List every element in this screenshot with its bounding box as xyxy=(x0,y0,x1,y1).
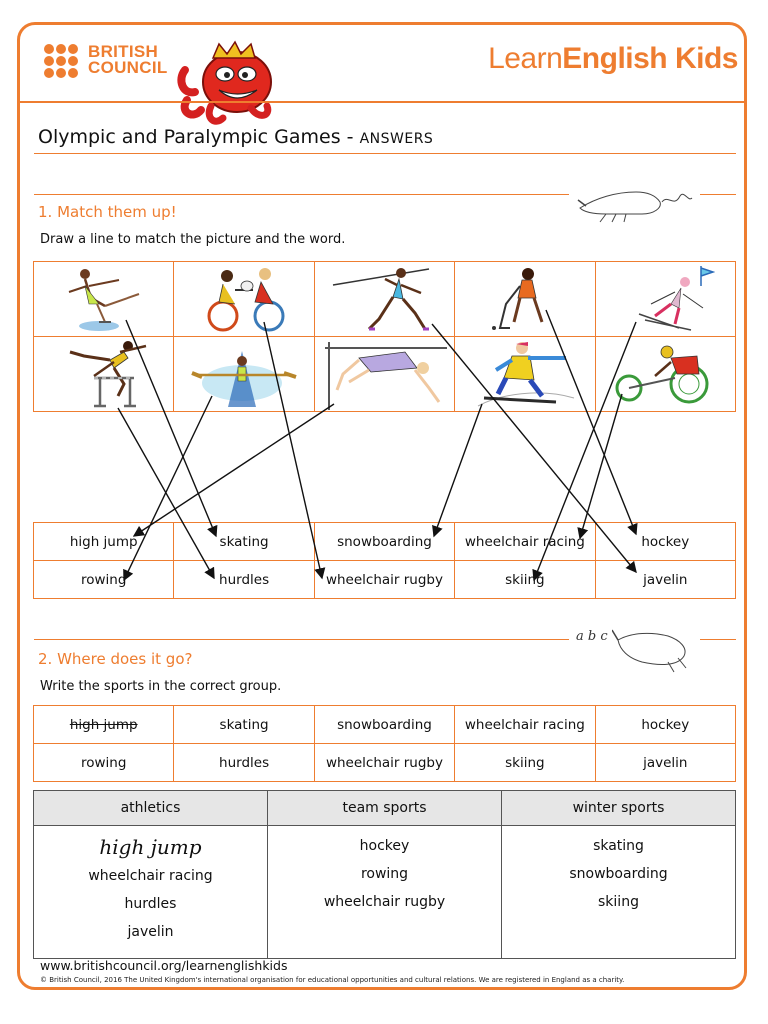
winter-sports-item: snowboarding xyxy=(569,866,668,882)
athletics-item: wheelchair racing xyxy=(88,868,213,884)
group-word-hurdles[interactable]: hurdles xyxy=(173,743,315,782)
picture-wheelchair-racing[interactable] xyxy=(594,336,737,412)
javelin-thrower-icon xyxy=(333,268,430,331)
group-word-skiing[interactable]: skiing xyxy=(454,743,596,782)
team-sports-item: wheelchair rugby xyxy=(323,894,446,910)
group-word-rowing[interactable]: rowing xyxy=(32,743,175,782)
athletics-handwritten-entry: high jump xyxy=(99,835,202,859)
high-jumper-icon xyxy=(325,342,448,410)
skier-icon xyxy=(639,266,716,331)
header-divider xyxy=(20,101,744,103)
group-header-athletics: athletics xyxy=(33,790,268,826)
wheelchair-racer-icon xyxy=(615,345,709,404)
match-word-skating[interactable]: skating xyxy=(173,522,315,561)
match-word-wheelchair-racing[interactable]: wheelchair racing xyxy=(454,522,596,561)
match-word-wheelchair-rugby[interactable]: wheelchair rugby xyxy=(313,560,456,599)
team-sports-item: rowing xyxy=(360,866,409,882)
wheelchair-rugby-icon xyxy=(207,268,285,332)
match-word-skiing[interactable]: skiing xyxy=(454,560,596,599)
winter-sports-item: skating xyxy=(593,838,644,854)
picture-skating[interactable] xyxy=(32,261,175,337)
athletics-cell[interactable]: high jump wheelchair racing hurdles jave… xyxy=(33,825,268,959)
group-word-skating[interactable]: skating xyxy=(173,705,315,744)
page-title: Olympic and Paralympic Games - ANSWERS xyxy=(38,126,434,148)
winter-sports-cell[interactable]: skating snowboarding skiing xyxy=(501,825,736,959)
snowboarder-icon xyxy=(477,342,575,407)
match-word-javelin[interactable]: javelin xyxy=(594,560,737,599)
section1-rule xyxy=(34,194,569,195)
section2-instruction: Write the sports in the correct group. xyxy=(40,679,282,694)
team-sports-item: hockey xyxy=(359,838,410,854)
monster-mascot-icon xyxy=(177,40,272,125)
group-word-hockey[interactable]: hockey xyxy=(594,705,737,744)
athletics-item: hurdles xyxy=(124,896,177,912)
winter-sports-item: skiing xyxy=(598,894,639,910)
title-underline xyxy=(34,153,736,154)
picture-snowboarding[interactable] xyxy=(454,336,596,412)
footer-copyright: © British Council, 2016 The United Kingd… xyxy=(40,976,625,984)
match-word-rowing[interactable]: rowing xyxy=(32,560,175,599)
group-header-winter-sports: winter sports xyxy=(501,790,736,826)
section1-heading: 1. Match them up! xyxy=(38,203,177,221)
footer-url[interactable]: www.britishcouncil.org/learnenglishkids xyxy=(40,958,288,973)
hurdler-icon xyxy=(69,341,146,408)
group-word-high-jump[interactable]: high jump xyxy=(32,705,175,744)
abc-label: a b c xyxy=(576,629,608,644)
match-word-hockey[interactable]: hockey xyxy=(594,522,737,561)
writing-hand-icon xyxy=(577,191,693,223)
logo-text: BRITISH COUNCIL xyxy=(88,42,168,77)
picture-grid xyxy=(32,261,737,412)
page-frame xyxy=(17,22,747,990)
group-word-javelin[interactable]: javelin xyxy=(594,743,737,782)
section1-instruction: Draw a line to match the picture and the… xyxy=(40,232,346,247)
picture-hockey[interactable] xyxy=(454,261,596,337)
picture-rowing[interactable] xyxy=(173,336,315,412)
group-word-wheelchair-racing[interactable]: wheelchair racing xyxy=(454,705,596,744)
picture-wheelchair-rugby[interactable] xyxy=(173,261,315,337)
section2-rule-right xyxy=(700,639,736,640)
groups-table: athletics team sports winter sports high… xyxy=(33,790,736,959)
group-words-grid: high jump skating snowboarding wheelchai… xyxy=(32,705,737,782)
section1-rule-right xyxy=(700,194,736,195)
picture-javelin[interactable] xyxy=(313,261,456,337)
athletics-item: javelin xyxy=(127,924,174,940)
picture-skiing[interactable] xyxy=(594,261,737,337)
match-word-hurdles[interactable]: hurdles xyxy=(173,560,315,599)
logo-dots-icon xyxy=(44,44,80,78)
match-word-high-jump[interactable]: high jump xyxy=(32,522,175,561)
rower-icon xyxy=(191,351,297,407)
team-sports-cell[interactable]: hockey rowing wheelchair rugby xyxy=(267,825,502,959)
group-word-snowboarding[interactable]: snowboarding xyxy=(313,705,456,744)
hockey-player-icon xyxy=(491,268,544,330)
match-word-snowboarding[interactable]: snowboarding xyxy=(313,522,456,561)
learnenglish-kids-logo: LearnEnglish Kids xyxy=(488,42,738,75)
section2-heading: 2. Where does it go? xyxy=(38,650,193,668)
writing-hand-abc-icon xyxy=(612,629,687,673)
picture-hurdles[interactable] xyxy=(32,336,175,412)
section2-rule xyxy=(34,639,569,640)
match-words-grid: high jump skating snowboarding wheelchai… xyxy=(32,522,737,599)
picture-high-jump[interactable] xyxy=(313,336,456,412)
group-word-wheelchair-rugby[interactable]: wheelchair rugby xyxy=(313,743,456,782)
figure-skater-icon xyxy=(68,269,140,331)
group-header-team-sports: team sports xyxy=(267,790,502,826)
